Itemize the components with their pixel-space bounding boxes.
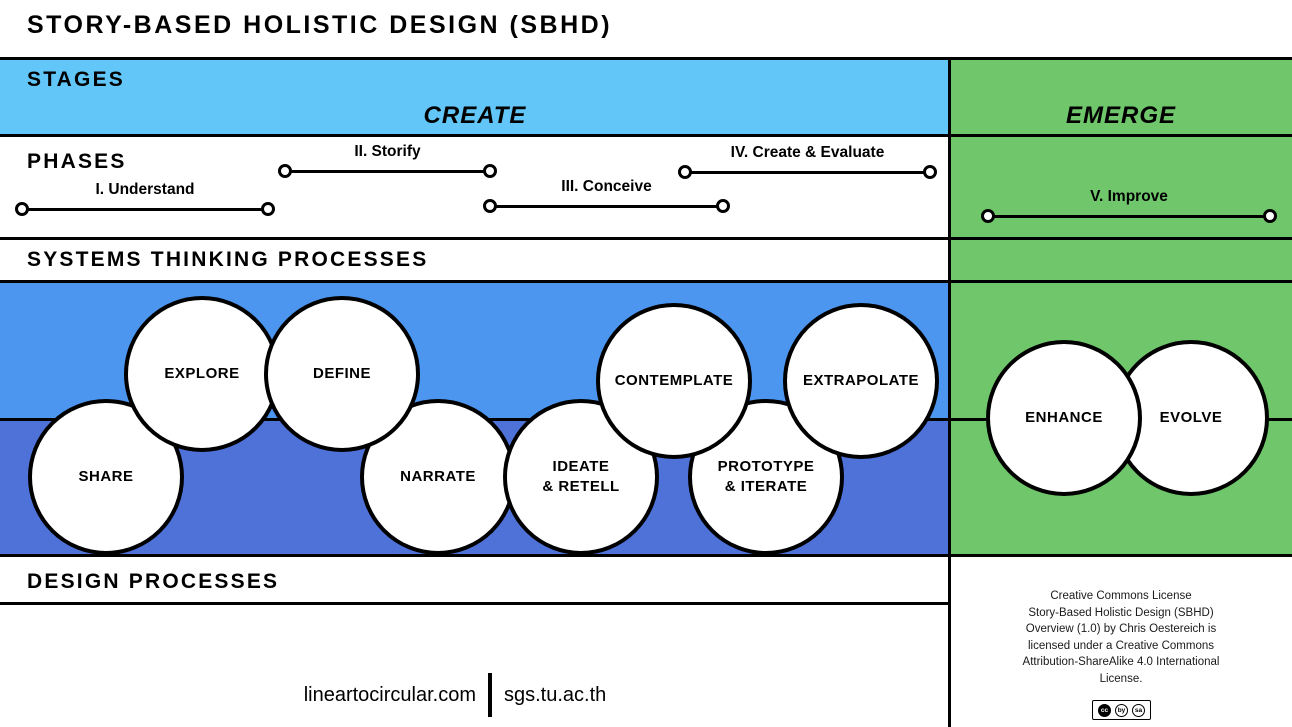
process-circle-share: SHARE [28, 399, 184, 555]
phase-endpoint-dot [716, 199, 730, 213]
phase-label: IV. Create & Evaluate [730, 144, 885, 161]
divider-line-systems-process [0, 280, 1292, 283]
phase-endpoint-dot [483, 164, 497, 178]
phase-line [678, 165, 937, 179]
divider-line-create-emerge [948, 57, 951, 727]
cc-sa-icon: sa [1132, 703, 1145, 717]
process-circle-label: ENHANCE [1025, 409, 1103, 426]
process-circle-label: EVOLVE [1159, 409, 1223, 426]
page-title: STORY-BASED HOLISTIC DESIGN (SBHD) [27, 11, 613, 39]
process-circle-label: CONTEMPLATE [614, 372, 734, 389]
divider-line-top-of-stages [0, 57, 1292, 60]
phase-bar [284, 169, 491, 173]
license-text: Creative Commons License Story-Based Hol… [953, 588, 1289, 687]
divider-line-process-bottom [0, 554, 1292, 557]
footer-divider-bar [488, 673, 492, 717]
phase-line [483, 199, 730, 213]
process-circle-label: NARRATE [400, 468, 476, 485]
phase-connector-storify: II. Storify [278, 143, 497, 178]
phase-line [15, 202, 275, 216]
process-circle-label: DEFINE [312, 365, 371, 382]
license-line: Attribution-ShareAlike 4.0 International [1022, 656, 1220, 668]
stage-label-emerge: EMERGE [1065, 102, 1176, 129]
phase-endpoint-dot [1263, 209, 1277, 223]
license-line: Story-Based Holistic Design (SBHD) [1028, 606, 1214, 619]
footer-site-link-left[interactable]: lineartocircular.com [303, 683, 476, 706]
stages-heading: STAGES [27, 68, 125, 91]
phase-label: III. Conceive [561, 178, 652, 195]
process-circle-label: PROTOTYPE & ITERATE [717, 458, 815, 495]
stage-label-create: CREATE [423, 102, 527, 129]
process-circle-explore: EXPLORE [124, 296, 280, 452]
divider-line-stages-phases [0, 134, 1292, 137]
phase-endpoint-dot [483, 199, 497, 213]
phase-line [981, 209, 1277, 223]
license-line: Creative Commons License [1050, 590, 1192, 602]
license-line: licensed under a Creative Commons [1027, 639, 1214, 652]
process-circle-enhance: ENHANCE [986, 340, 1142, 496]
phase-bar [987, 214, 1271, 218]
phase-connector-understand: I. Understand [15, 181, 275, 216]
license-line: License. [1099, 672, 1143, 685]
cc-by-icon: by [1115, 703, 1128, 717]
phase-line [278, 164, 497, 178]
phase-connector-create-evaluate: IV. Create & Evaluate [678, 144, 937, 179]
footer-site-link-right[interactable]: sgs.tu.ac.th [504, 683, 607, 706]
phase-endpoint-dot [981, 209, 995, 223]
phases-heading: PHASES [27, 150, 127, 173]
process-circle-contemplate: CONTEMPLATE [596, 303, 752, 459]
cc-by-sa-badge[interactable]: cc by sa [1092, 700, 1151, 720]
process-circle-extrapolate: EXTRAPOLATE [783, 303, 939, 459]
phase-label: I. Understand [95, 181, 195, 198]
process-circle-label: IDEATE & RETELL [542, 458, 620, 495]
stage-emerge-column [950, 57, 1292, 557]
cc-icon: cc [1098, 703, 1111, 717]
phase-label: II. Storify [354, 143, 421, 160]
phase-bar [684, 170, 931, 174]
phase-endpoint-dot [15, 202, 29, 216]
process-circle-define: DEFINE [264, 296, 420, 452]
process-circle-label: EXPLORE [164, 365, 240, 382]
license-line: Overview (1.0) by Chris Oestereich is [1025, 623, 1217, 635]
divider-line-design-processes [0, 602, 950, 605]
phase-endpoint-dot [678, 165, 692, 179]
phase-endpoint-dot [278, 164, 292, 178]
phase-bar [489, 204, 724, 208]
phase-endpoint-dot [261, 202, 275, 216]
phase-endpoint-dot [923, 165, 937, 179]
design-processes-heading: DESIGN PROCESSES [27, 570, 280, 593]
stage-create-band [0, 57, 950, 137]
process-circle-label: SHARE [78, 468, 134, 485]
phase-connector-conceive: III. Conceive [483, 178, 730, 213]
phase-bar [21, 207, 269, 211]
systems-thinking-heading: SYSTEMS THINKING PROCESSES [27, 248, 429, 271]
process-circle-label: EXTRAPOLATE [802, 372, 920, 389]
divider-line-phases-systems [0, 237, 1292, 240]
phase-connector-improve: V. Improve [981, 188, 1277, 223]
footer: lineartocircular.com sgs.tu.ac.th [220, 672, 690, 718]
phase-label: V. Improve [1090, 188, 1168, 205]
